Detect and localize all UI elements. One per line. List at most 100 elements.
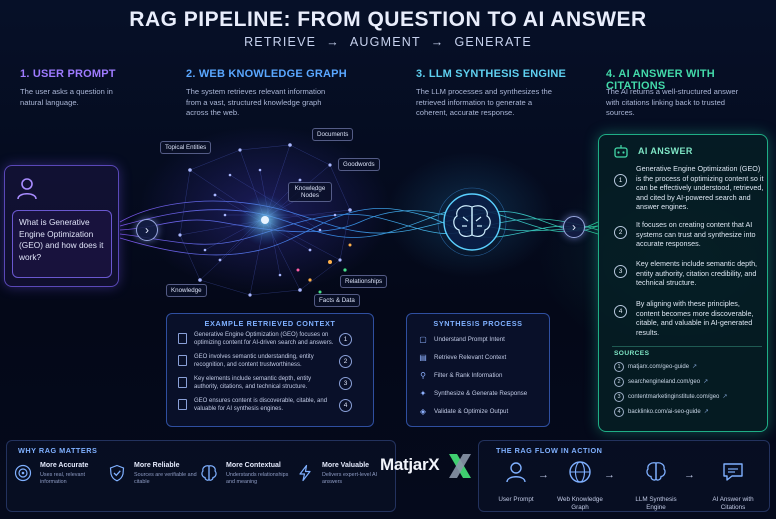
retrieved-context-list: Generative Engine Optimization (GEO) foc… (170, 331, 370, 427)
user-icon (17, 178, 37, 200)
answer-text: By aligning with these principles, conte… (636, 299, 754, 337)
synthesis-step: ✦Synthesize & Generate Response (418, 389, 548, 406)
subtitle-generate: GENERATE (454, 35, 532, 49)
next-arrow-button-1[interactable]: › (136, 219, 158, 241)
synthesis-step-label: Retrieve Relevant Context (434, 354, 507, 361)
synthesis-steps-list: ▢ Understand Prompt Intent ▤ Retrieve Rele… (408, 335, 548, 426)
flow-step-label: AI Answer with Citations (712, 496, 754, 511)
source-number: 2 (614, 377, 624, 387)
document-icon: ▤ (419, 353, 427, 362)
flow-step-label: User Prompt (498, 496, 534, 503)
step-2-desc: The system retrieves relevant informatio… (186, 87, 326, 117)
synthesis-step-label: Understand Prompt Intent (434, 336, 505, 343)
synthesis-process-panel (406, 313, 550, 427)
source-url[interactable]: searchengineland.com/geo (628, 379, 701, 385)
external-link-icon: ↗ (703, 379, 709, 385)
matjarx-logo: MatjarX (380, 455, 440, 475)
filter-icon: ⚲ (420, 371, 426, 380)
source-number: 1 (614, 362, 624, 372)
answer-number: 3 (614, 265, 627, 278)
page-title: RAG PIPELINE: FROM QUESTION TO AI ANSWER (129, 8, 647, 31)
source-url[interactable]: matjarx.com/geo-guide (628, 364, 690, 370)
retrieved-context-title: EXAMPLE RETRIEVED CONTEXT (204, 319, 336, 328)
external-link-icon: ↗ (692, 364, 698, 370)
source-link[interactable]: 3 contentmarketinginstitute.com/geo↗ (614, 392, 764, 404)
next-arrow-button-2[interactable]: › (563, 216, 585, 238)
robot-icon (614, 145, 628, 158)
sparkle-icon: ✦ (419, 389, 427, 398)
flow-arrow-3: → (684, 469, 695, 481)
answer-item: 3 Key elements include semantic depth, e… (614, 259, 764, 291)
globe-icon (569, 461, 591, 483)
source-link[interactable]: 1 matjarx.com/geo-guide↗ (614, 362, 764, 374)
chat-bubble-icon (723, 463, 743, 481)
subtitle-arrow-2: → (430, 35, 445, 49)
graph-label-topical-entities: Topical Entities (160, 141, 212, 154)
context-text: GEO ensures content is discoverable, cit… (194, 398, 328, 412)
shield-check-icon: ◈ (419, 407, 427, 416)
answer-text: Key elements include semantic depth, ent… (636, 259, 758, 288)
graph-label-relationships: Relationships (340, 275, 388, 288)
step-2-title: 2. WEB KNOWLEDGE GRAPH (186, 68, 347, 80)
benefit-desc: Understands relationships and meaning (226, 472, 289, 485)
brain-icon (201, 465, 217, 481)
source-url[interactable]: backlinko.com/ai-seo-guide (628, 409, 701, 415)
flow-step-user-prompt: User Prompt (486, 460, 546, 504)
synthesis-step: ◈ Validate & Optimize Output (418, 407, 548, 424)
step-3-title: 3. LLM SYNTHESIS ENGINE (416, 68, 567, 80)
benefit-desc: Delivers expert-level AI answers (322, 472, 378, 485)
flow-arrow-1: → (538, 469, 549, 481)
graph-label-goodwords: Goodwords (338, 158, 380, 171)
answer-text: It focuses on creating content that AI s… (636, 220, 756, 249)
benefit-heading: More Accurate (40, 462, 89, 469)
context-item: Generative Engine Optimization (GEO) foc… (178, 331, 352, 353)
flow-step-llm: LLM Synthesis Engine (626, 460, 686, 512)
synthesis-step-label: Validate & Optimize Output (434, 408, 509, 415)
subtitle-augment: AUGMENT (349, 35, 421, 49)
step-1-title: 1. USER PROMPT (20, 68, 116, 80)
flow-arrow-2: → (604, 469, 615, 481)
benefit-heading: More Valuable (322, 462, 370, 469)
ai-answer-panel (598, 134, 768, 432)
context-text: GEO involves semantic understanding, ent… (194, 354, 314, 368)
chat-icon: ▢ (419, 335, 427, 344)
context-item: Key elements include semantic depth, ent… (178, 375, 352, 397)
benefit-desc: Sources are verifiable and citable (134, 472, 197, 485)
synthesis-step: ⚲Filter & Rank Information (418, 371, 548, 388)
user-icon (506, 462, 526, 483)
brain-icon (646, 462, 666, 481)
synthesis-process-title: SYNTHESIS PROCESS (433, 319, 523, 328)
ai-answer-title: AI ANSWER (638, 146, 693, 156)
answer-number: 1 (614, 174, 627, 187)
document-icon (178, 333, 187, 344)
context-text: Key elements include semantic depth, ent… (194, 376, 312, 390)
flow-step-knowledge-graph: Web Knowledge Graph (550, 460, 610, 512)
answer-number: 2 (614, 226, 627, 239)
why-rag-matters-title: WHY RAG MATTERS (18, 446, 98, 455)
context-number: 3 (339, 377, 352, 390)
graph-label-facts-data: Facts & Data (314, 294, 360, 307)
document-icon (178, 355, 187, 366)
document-icon (178, 377, 187, 388)
source-number: 3 (614, 392, 624, 402)
answer-text: Generative Engine Optimization (GEO) is … (636, 164, 764, 212)
context-number: 1 (339, 333, 352, 346)
source-url[interactable]: contentmarketinginstitute.com/geo (628, 394, 720, 400)
source-link[interactable]: 2 searchengineland.com/geo↗ (614, 377, 764, 389)
why-rag-matters-panel (6, 440, 396, 512)
benefit-heading: More Contextual (226, 462, 281, 469)
context-text: Generative Engine Optimization (GEO) foc… (194, 332, 334, 346)
external-link-icon: ↗ (722, 394, 728, 400)
step-1-desc: The user asks a question in natural lang… (20, 87, 113, 107)
step-3-desc: The LLM processes and synthesizes the re… (416, 87, 552, 117)
logo-text: MatjarX (380, 455, 440, 474)
benefit-desc: Uses real, relevant information (40, 472, 85, 485)
document-icon (178, 399, 187, 410)
user-question: What is Generative Engine Optimization (… (12, 210, 112, 278)
rag-flow-panel (478, 440, 770, 512)
brain-icon (453, 205, 491, 237)
benefit-heading: More Reliable (134, 462, 180, 469)
source-link[interactable]: 4 backlinko.com/ai-seo-guide↗ (614, 407, 764, 419)
target-icon (14, 464, 32, 482)
